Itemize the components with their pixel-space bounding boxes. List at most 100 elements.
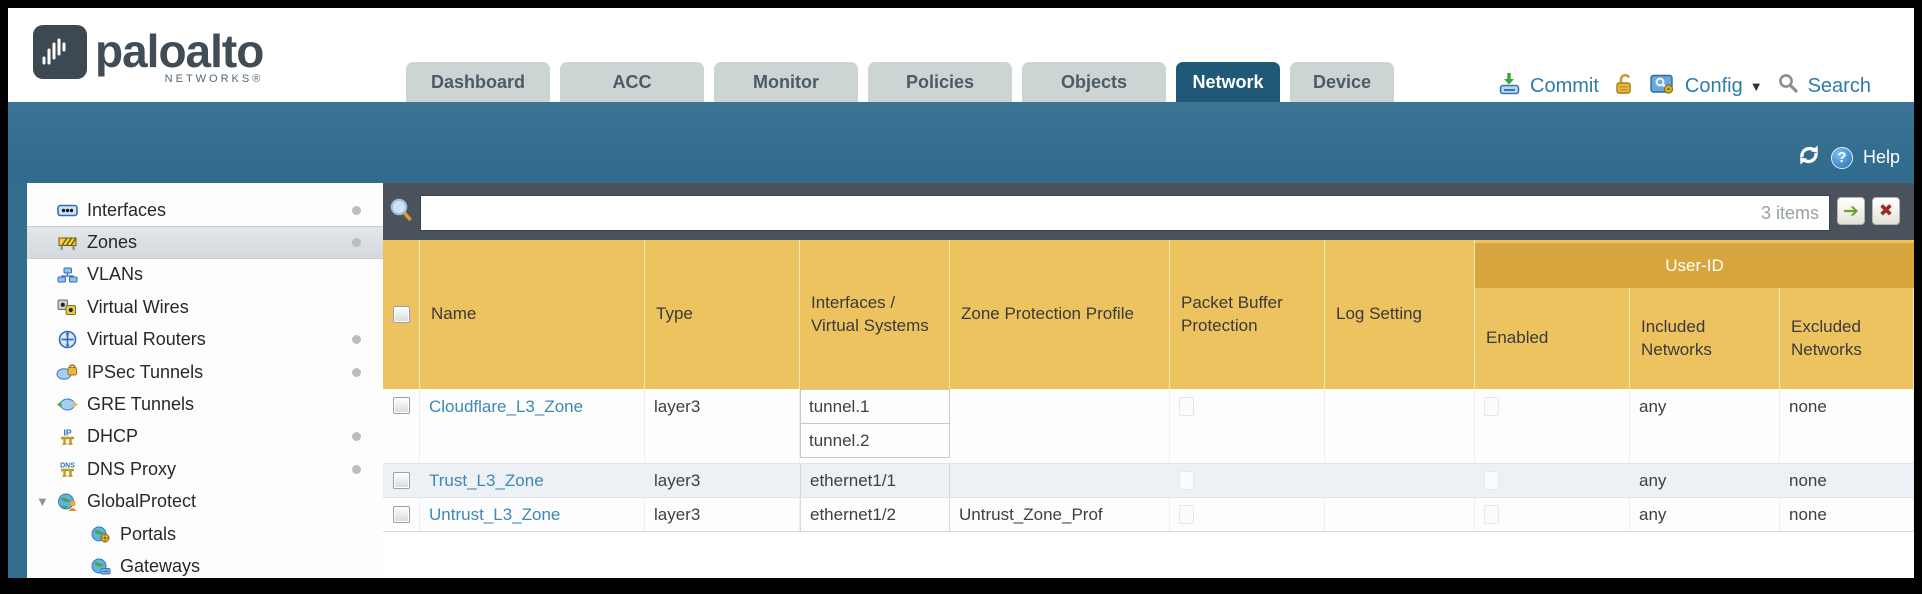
user-id-enabled-checkbox[interactable] [1484,505,1499,524]
sidebar-item-ipsec-tunnels[interactable]: IPSec Tunnels [27,356,383,388]
zone-name-cell: Cloudflare_L3_Zone [420,389,645,463]
zone-interfaces-cell: tunnel.1 tunnel.2 [800,389,950,463]
column-header-excluded-networks[interactable]: Excluded Networks [1780,288,1914,389]
refresh-icon[interactable] [1797,144,1821,171]
filter-input[interactable] [421,196,1761,230]
logo-sub: NETWORKS® [164,73,264,85]
vlans-icon [55,267,79,283]
zones-table-header: Name Type Interfaces / Virtual Systems Z… [383,240,1914,389]
column-header-packet-buffer-protection[interactable]: Packet Buffer Protection [1170,240,1325,389]
filter-field-wrap: 3 items [420,195,1830,231]
svg-text:IP: IP [63,428,71,438]
search-button[interactable]: Search [1807,74,1871,97]
zone-protection-profile-cell [950,464,1170,497]
select-all-checkbox-cell [383,240,420,389]
tab-acc[interactable]: ACC [560,62,704,102]
column-header-zone-protection-profile[interactable]: Zone Protection Profile [950,240,1170,389]
svg-text:DNS: DNS [60,463,75,470]
gateways-icon [88,558,112,575]
tab-policies[interactable]: Policies [868,62,1012,102]
group-header-user-id: User-ID [1475,243,1914,288]
lock-icon[interactable] [1614,72,1635,100]
status-dot [352,205,361,215]
user-id-enabled-checkbox[interactable] [1484,397,1499,416]
log-setting-cell [1325,389,1475,463]
sidebar-item-label: Gateways [120,555,201,576]
included-networks-cell: any [1630,389,1780,463]
help-label[interactable]: Help [1862,147,1900,167]
excluded-networks-cell: none [1780,389,1914,463]
log-setting-cell [1325,498,1475,531]
column-header-log-setting[interactable]: Log Setting [1325,240,1475,389]
apply-filter-button[interactable]: ➔ [1837,197,1865,225]
paloalto-logo-icon [33,25,87,79]
tab-device[interactable]: Device [1290,62,1394,102]
sidebar-item-virtual-wires[interactable]: Virtual Wires [27,291,383,323]
tab-monitor[interactable]: Monitor [714,62,858,102]
sidebar-item-globalprotect[interactable]: ▼ GlobalProtect [27,486,383,518]
packet-buffer-checkbox[interactable] [1179,505,1194,524]
zone-name-link[interactable]: Cloudflare_L3_Zone [429,397,584,416]
sidebar-item-gre-tunnels[interactable]: GRE Tunnels [27,388,383,420]
expander-icon[interactable]: ▼ [36,494,49,510]
sidebar-item-dhcp[interactable]: IP DHCP [27,421,383,453]
tab-objects[interactable]: Objects [1022,62,1166,102]
row-checkbox[interactable] [392,506,410,523]
column-header-type[interactable]: Type [645,240,800,389]
status-dot [352,367,361,377]
sidebar-item-interfaces[interactable]: Interfaces [27,194,383,226]
panos-web-ui: paloalto NETWORKS® Dashboard ACC Monitor… [8,8,1914,578]
row-checkbox-cell [383,464,420,497]
tab-dashboard[interactable]: Dashboard [406,62,550,102]
packet-buffer-checkbox[interactable] [1179,471,1194,490]
column-header-included-networks[interactable]: Included Networks [1630,288,1780,389]
user-id-enabled-checkbox[interactable] [1484,471,1499,490]
column-header-name[interactable]: Name [420,240,645,389]
included-networks-cell: any [1630,464,1780,497]
row-checkbox[interactable] [392,472,410,489]
clear-filter-button[interactable]: ✖ [1872,197,1900,225]
sidebar-item-dns-proxy[interactable]: DNS DNS Proxy [27,453,383,485]
dhcp-icon: IP [55,428,79,446]
logo-text: paloalto NETWORKS® [95,25,264,85]
row-checkbox-cell [383,498,420,531]
zone-name-link[interactable]: Untrust_L3_Zone [429,504,561,524]
zone-name-cell: Trust_L3_Zone [420,464,645,497]
excluded-networks-cell: none [1780,498,1914,531]
table-row: Untrust_L3_Zone layer3 ethernet1/2 Untru… [383,497,1914,531]
network-sidebar: Interfaces Zones VLANs Virtual Wires [27,183,383,578]
commit-button[interactable]: Commit [1530,74,1599,97]
config-caret-icon[interactable]: ▼ [1749,78,1763,94]
interface-item: tunnel.1 [800,389,950,424]
sidebar-item-portals[interactable]: Portals [27,518,383,550]
sidebar-item-zones[interactable]: Zones [27,226,383,259]
sidebar-item-label: Interfaces [87,199,167,220]
status-dot [352,335,361,345]
table-row: Trust_L3_Zone layer3 ethernet1/1 any non… [383,463,1914,497]
select-all-checkbox[interactable] [392,306,410,323]
column-header-enabled[interactable]: Enabled [1475,288,1630,389]
zone-name-link[interactable]: Trust_L3_Zone [429,470,544,490]
packet-buffer-protection-cell [1170,464,1325,497]
sidebar-item-vlans[interactable]: VLANs [27,259,383,291]
zone-interfaces-cell: ethernet1/2 [800,498,950,531]
logo-brand: paloalto [95,25,264,77]
included-networks-cell: any [1630,498,1780,531]
config-button[interactable]: Config [1684,74,1743,97]
virtual-wires-icon [55,299,79,316]
row-checkbox[interactable] [392,397,410,414]
tab-network[interactable]: Network [1176,62,1280,102]
row-checkbox-cell [383,389,420,463]
sidebar-item-virtual-routers[interactable]: Virtual Routers [27,324,383,356]
packet-buffer-checkbox[interactable] [1179,397,1194,416]
column-header-interfaces[interactable]: Interfaces / Virtual Systems [800,240,950,389]
teal-left-strip [8,183,27,578]
excluded-networks-cell: none [1780,464,1914,497]
sidebar-item-label: Virtual Routers [87,329,206,350]
sidebar-item-gateways[interactable]: Gateways [27,550,383,578]
help-icon[interactable]: ? [1830,146,1853,169]
items-count: 3 items [1760,202,1819,223]
interface-item: tunnel.2 [800,423,950,458]
sidebar-item-label: IPSec Tunnels [87,361,204,382]
ipsec-tunnels-icon [55,364,79,380]
